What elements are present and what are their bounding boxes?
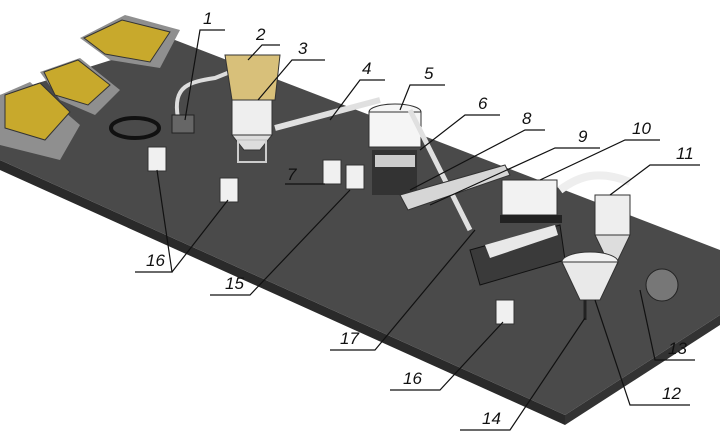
dryer-unit <box>500 179 562 223</box>
fan-blower <box>645 268 679 302</box>
callout-16-right: 16 <box>403 369 422 388</box>
callout-1: 1 <box>203 9 212 28</box>
cyclone-separator <box>557 171 632 261</box>
watermark-text: Avito <box>640 408 694 433</box>
avito-watermark: Avito <box>615 408 694 433</box>
callout-3: 3 <box>298 39 308 58</box>
callout-12: 12 <box>662 384 681 403</box>
callout-5: 5 <box>424 64 434 83</box>
callout-9: 9 <box>578 127 588 146</box>
raw-material-bags <box>0 15 180 160</box>
vacuum-loader <box>171 66 241 134</box>
control-box <box>345 164 365 190</box>
callout-15: 15 <box>225 274 244 293</box>
control-box <box>322 159 342 185</box>
callout-13: 13 <box>668 339 687 358</box>
leader-lines <box>135 29 700 431</box>
belt-conveyor <box>399 164 511 211</box>
callout-16-left: 16 <box>146 251 165 270</box>
callout-6: 6 <box>478 94 488 113</box>
callout-17: 17 <box>340 329 359 348</box>
output-hopper <box>561 251 619 320</box>
extruder-tank <box>368 103 422 195</box>
callout-8: 8 <box>522 109 532 128</box>
inclined-conveyor <box>407 108 473 232</box>
floor-slab <box>0 40 720 415</box>
control-box <box>219 177 239 203</box>
callout-10: 10 <box>632 119 651 138</box>
mixer-hopper <box>224 54 281 163</box>
callout-2: 2 <box>255 25 266 44</box>
screw-conveyor <box>274 97 381 131</box>
control-box <box>495 299 515 325</box>
callout-4: 4 <box>362 59 371 78</box>
floor-slab-right-side <box>565 315 720 425</box>
floor-slab-side <box>0 160 565 425</box>
callout-14: 14 <box>482 409 501 428</box>
callout-7: 7 <box>287 165 297 184</box>
control-box <box>147 146 167 172</box>
hose-coil <box>109 116 161 140</box>
callout-11: 11 <box>676 144 694 163</box>
